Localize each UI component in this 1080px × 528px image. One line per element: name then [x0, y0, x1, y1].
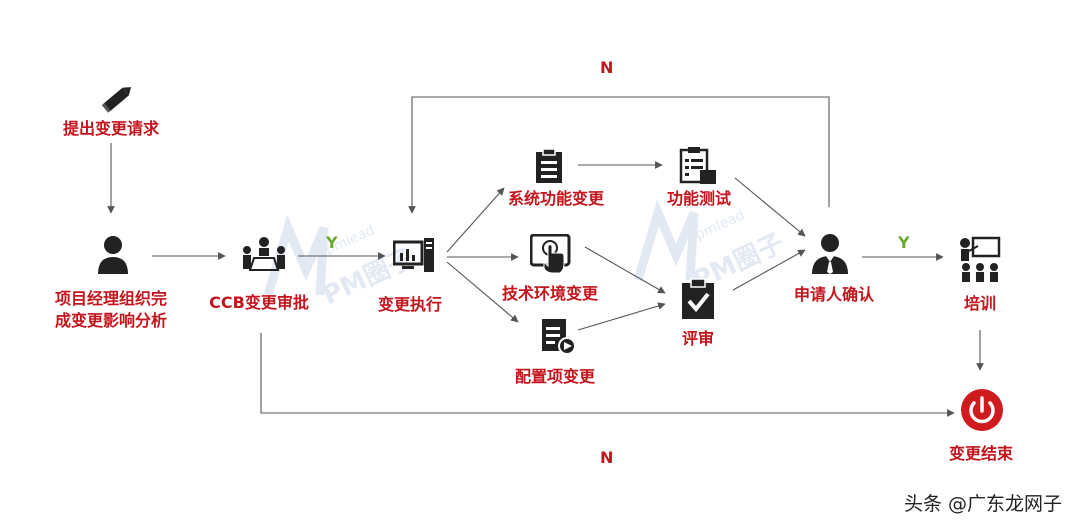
edge-label-confirm-yes: Y: [898, 233, 910, 252]
power-icon: [960, 388, 1004, 436]
arrow-execute-to-config: [446, 261, 519, 323]
arrow-config-to-review: [577, 302, 666, 331]
pencil-icon: [101, 82, 135, 118]
clipboard-check-icon: [680, 278, 716, 324]
node-function-test: 功能测试: [666, 189, 731, 208]
source-credit: 头条 @广东龙网子: [903, 493, 1062, 515]
node-change-end: 变更结束: [948, 444, 1013, 463]
node-ccb-approval: CCB变更审批: [209, 293, 309, 312]
arrow-confirm-back-to-execute: [408, 96, 830, 214]
training-presentation-icon: [958, 236, 1002, 288]
arrow-review-to-confirm: [732, 249, 806, 291]
checklist-icon: [678, 146, 718, 190]
arrow-execute-to-system: [446, 187, 505, 253]
edge-label-ccb-no: N: [600, 448, 614, 467]
node-review: 评审: [681, 329, 714, 348]
node-execute-change: 变更执行: [377, 295, 442, 314]
arrow-test-to-confirm: [734, 177, 806, 237]
node-pm-analysis: 项目经理组织完成变更影响分析: [54, 289, 167, 330]
businessman-icon: [810, 232, 850, 278]
meeting-icon: [242, 236, 286, 278]
person-icon: [96, 234, 130, 278]
document-play-icon: [541, 318, 577, 360]
node-submit-request: 提出变更请求: [62, 119, 159, 138]
touch-screen-icon: [529, 233, 572, 278]
arrow-env-to-review: [584, 246, 666, 294]
node-system-function-change: 系统功能变更: [507, 189, 604, 208]
edge-label-ccb-yes: Y: [326, 233, 338, 252]
node-requester-confirm: 申请人确认: [793, 285, 874, 304]
computer-icon: [392, 236, 435, 280]
node-training: 培训: [963, 294, 996, 313]
node-technical-env-change: 技术环境变更: [501, 284, 598, 303]
arrow-ccb-to-end: [260, 333, 955, 417]
node-config-item-change: 配置项变更: [514, 367, 595, 386]
clipboard-list-icon: [534, 148, 564, 188]
edge-label-confirm-no: N: [600, 58, 614, 77]
